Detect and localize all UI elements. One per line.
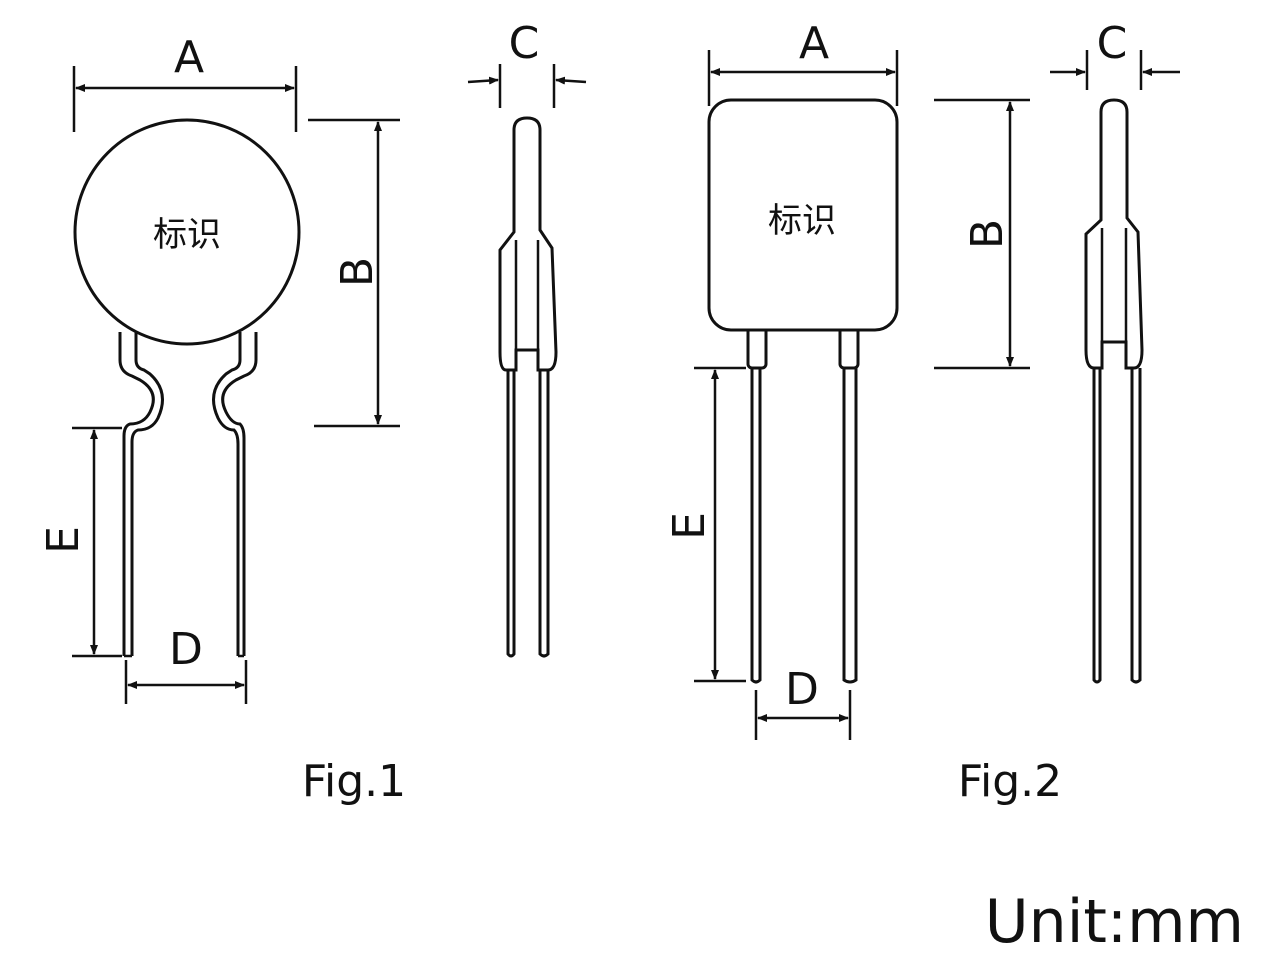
- unit-label: Unit:mm: [985, 887, 1244, 957]
- fig1-caption: Fig.1: [302, 756, 406, 807]
- fig2-dim-a-label: A: [799, 18, 829, 69]
- fig1-right-lead: [221, 332, 258, 656]
- fig1-front-view: 标识 A B E D Fig.1: [38, 32, 406, 807]
- fig2-side-body: [1084, 98, 1144, 370]
- fig1-dim-c-line-right: [555, 76, 587, 85]
- fig2-dim-b-label: B: [962, 219, 1013, 249]
- fig2-dim-e-label: E: [664, 512, 715, 540]
- fig1-disc-body: [73, 118, 301, 346]
- fig2-side-view: C: [1050, 18, 1180, 684]
- fig1-dim-b-label: B: [332, 257, 383, 287]
- fig1-dim-a-label: A: [174, 32, 204, 83]
- fig1-side-left-lead: [506, 370, 516, 658]
- fig1-side-view: C: [467, 18, 587, 658]
- fig2-left-lead: [750, 368, 762, 684]
- fig1-right-lead-inner: [212, 332, 242, 656]
- fig2-front-view: 标识 A B E D Fig.2: [664, 18, 1062, 807]
- fig1-dim-c-line-left: [467, 76, 499, 85]
- fig2-side-right-lead: [1130, 368, 1142, 684]
- fig2-side-left-lead: [1092, 368, 1102, 684]
- fig2-square-body: [707, 98, 899, 332]
- fig1-left-lead-inner: [130, 332, 164, 656]
- fig2-right-lead: [842, 368, 858, 684]
- fig1-dim-c-label: C: [509, 18, 540, 69]
- fig1-side-right-lead: [538, 370, 550, 658]
- fig1-left-lead: [118, 332, 155, 656]
- fig1-dim-e-label: E: [38, 526, 89, 554]
- fig2-marking-label: 标识: [768, 201, 836, 241]
- fig1-dim-d-label: D: [169, 624, 203, 675]
- fig2-dim-c-label: C: [1097, 18, 1128, 69]
- fig1-marking-label: 标识: [153, 215, 221, 255]
- fig2-dim-d-label: D: [785, 664, 819, 715]
- fig1-side-body: [498, 116, 558, 372]
- fig2-caption: Fig.2: [958, 756, 1062, 807]
